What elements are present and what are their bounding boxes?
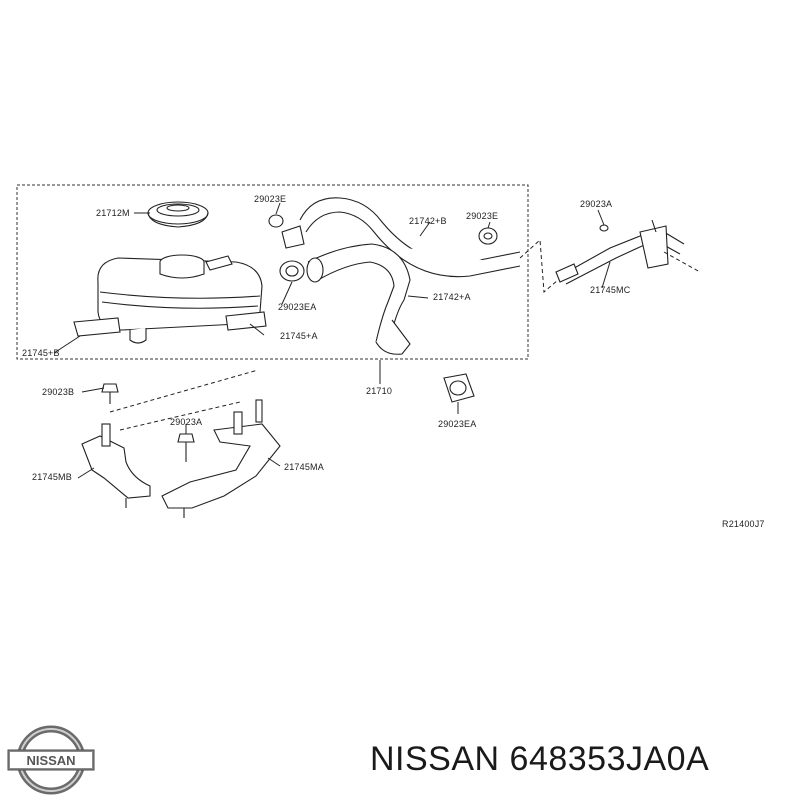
- clamp-29023EA-1: [279, 260, 305, 282]
- label-21712M: 21712M: [96, 208, 130, 218]
- hose-21742: [299, 197, 521, 355]
- label-29023A-1: 29023A: [580, 199, 612, 209]
- label-21745MA: 21745MA: [284, 462, 324, 472]
- label-21745MC: 21745MC: [590, 285, 631, 295]
- bolt-29023B: [101, 383, 119, 404]
- pipe-21745MC: [555, 219, 685, 285]
- reservoir-tank: [73, 254, 267, 344]
- assembly-frame: [16, 184, 529, 360]
- clamp-29023E-1: [268, 214, 305, 249]
- diagram-ref-code: R21400J7: [722, 519, 765, 529]
- label-21742A: 21742+A: [433, 292, 471, 302]
- label-21742B: 21742+B: [409, 216, 447, 226]
- label-29023EA-1: 29023EA: [278, 302, 316, 312]
- label-29023B: 29023B: [42, 387, 74, 397]
- bracket-21745MB: [81, 423, 151, 508]
- part-number-title: NISSAN 648353JA0A: [370, 740, 710, 778]
- label-29023E-1: 29023E: [254, 194, 286, 204]
- bracket-21745MA: [161, 399, 281, 518]
- radiator-cap: [147, 201, 209, 228]
- leader-lines: [53, 202, 611, 479]
- label-29023EA-2: 29023EA: [438, 419, 476, 429]
- bolt-29023A-2: [177, 433, 195, 462]
- label-21745MB: 21745MB: [32, 472, 72, 482]
- nissan-logo: NISSAN: [7, 725, 95, 795]
- clamp-29023E-2: [478, 227, 498, 245]
- logo-text: NISSAN: [26, 753, 75, 768]
- label-29023A-2: 29023A: [170, 417, 202, 427]
- label-21710: 21710: [366, 386, 392, 396]
- clamp-29023EA-2: [443, 373, 475, 403]
- label-21745A: 21745+A: [280, 331, 318, 341]
- label-21745B: 21745+B: [22, 348, 60, 358]
- label-29023E-2: 29023E: [466, 211, 498, 221]
